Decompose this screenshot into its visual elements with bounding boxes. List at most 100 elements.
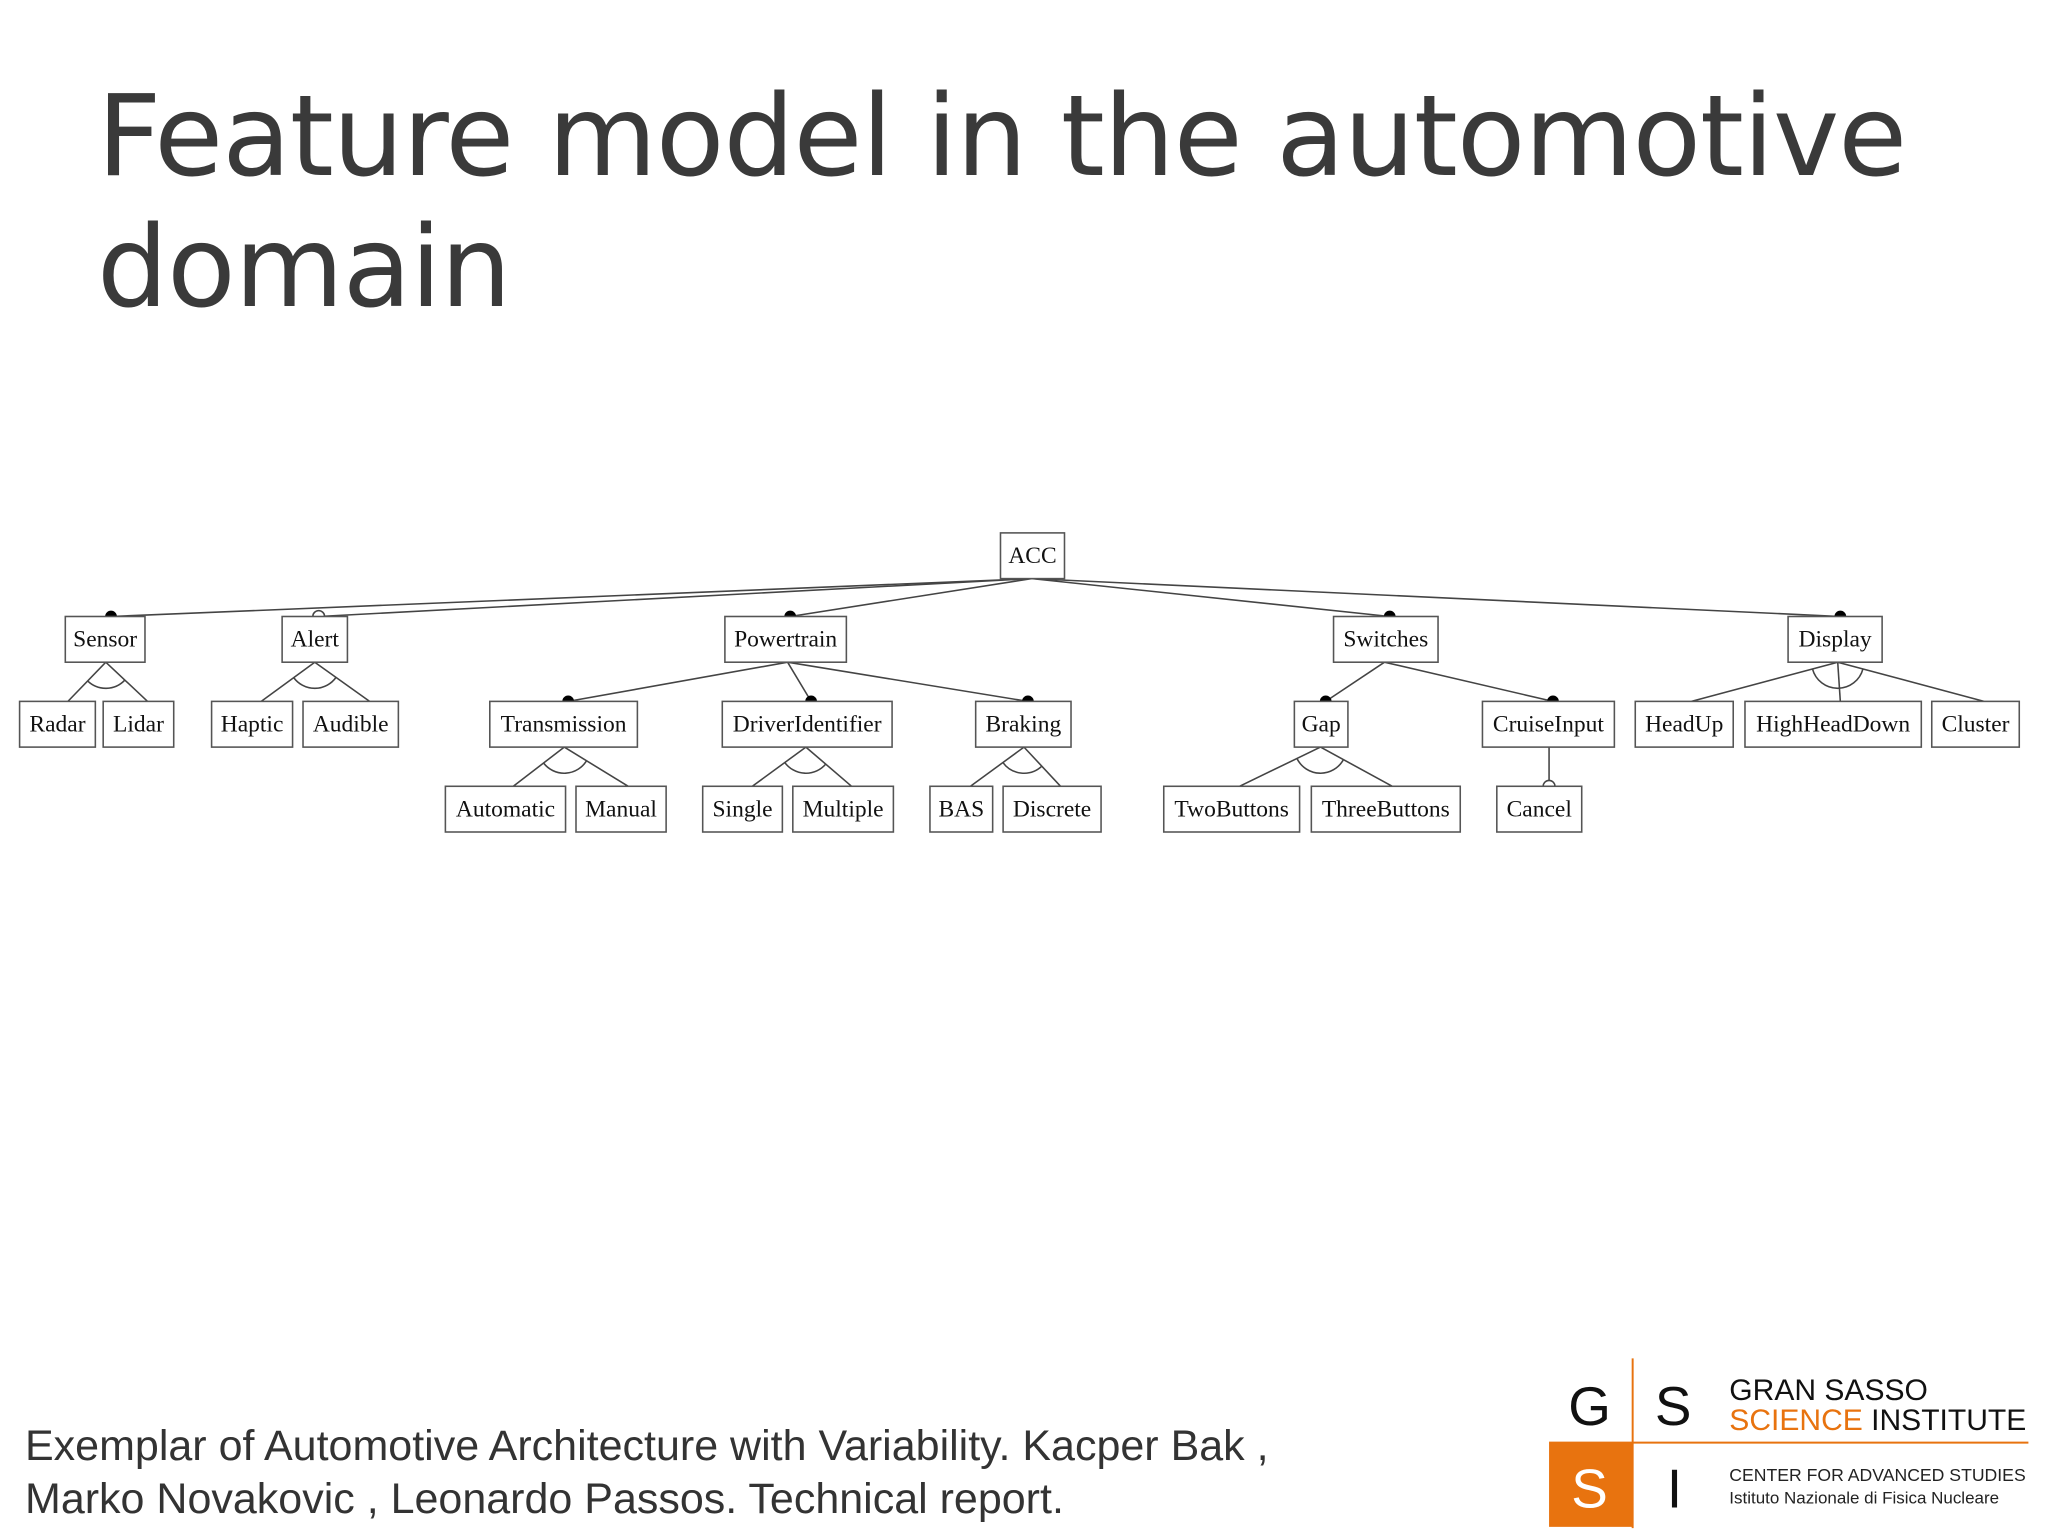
logo-letter-s2: S [1571, 1457, 1608, 1519]
title-line-2: domain [97, 203, 511, 333]
feature-node-automatic: Automatic [444, 785, 567, 833]
feature-node-transmission: Transmission [489, 700, 639, 748]
feature-node-haptic: Haptic [210, 700, 294, 748]
feature-label: Powertrain [734, 627, 837, 653]
edge-powertrain-driveridentifier [786, 661, 812, 702]
edge-powertrain-transmission [568, 661, 788, 703]
feature-node-headup: HeadUp [1634, 700, 1735, 748]
feature-label: Alert [291, 627, 340, 653]
feature-box [974, 700, 1072, 748]
feature-label: Haptic [221, 711, 284, 737]
feature-node-braking: Braking [974, 700, 1072, 748]
feature-label: TwoButtons [1174, 796, 1289, 822]
feature-box [1310, 785, 1462, 833]
feature-box [792, 785, 895, 833]
feature-node-manual: Manual [575, 785, 667, 833]
feature-label: Single [712, 796, 772, 822]
edge-display-highheaddown [1836, 662, 1842, 702]
edge-driveridentifier-multiple [805, 746, 853, 787]
edge-sensor-lidar [105, 661, 149, 702]
feature-box [724, 615, 848, 663]
feature-box [489, 700, 639, 748]
feature-box [102, 700, 175, 748]
edge-transmission-automatic [512, 746, 565, 787]
feature-label: HeadUp [1645, 711, 1723, 737]
logo-letter-i: I [1667, 1457, 1682, 1519]
edge-gap-threebuttons [1320, 746, 1393, 787]
feature-box [1744, 700, 1923, 748]
feature-box [1002, 785, 1102, 833]
feature-box [444, 785, 567, 833]
feature-label: Switches [1343, 627, 1428, 653]
group-arc-braking [1002, 762, 1043, 775]
feature-box [1930, 700, 2021, 748]
feature-label: Cancel [1507, 796, 1573, 822]
group-arc-driveridentifier [784, 762, 827, 774]
diagram-edges [67, 577, 1985, 793]
edge-driveridentifier-single [751, 746, 807, 787]
edge-acc-switches [1031, 577, 1390, 618]
feature-label: ACC [1008, 543, 1056, 569]
feature-node-display: Display [1787, 615, 1883, 663]
slide-title: Feature model in the automotive domain [97, 72, 1907, 334]
logo-letter-s1: S [1655, 1375, 1692, 1437]
feature-node-driveridentifier: DriverIdentifier [721, 700, 893, 748]
logo-line-3: CENTER FOR ADVANCED STUDIES [1729, 1465, 2025, 1485]
feature-node-radar: Radar [18, 700, 97, 748]
feature-label: Discrete [1013, 796, 1091, 822]
edge-alert-audible [314, 661, 371, 703]
feature-box [1293, 700, 1349, 748]
feature-label: Multiple [803, 796, 884, 822]
feature-label: Lidar [113, 711, 164, 737]
edge-display-cluster [1837, 661, 1985, 703]
feature-box [999, 532, 1066, 580]
feature-label: Sensor [73, 627, 137, 653]
edge-acc-sensor [110, 577, 1032, 618]
feature-label: Automatic [456, 796, 555, 822]
feature-box [1481, 700, 1616, 748]
feature-box [1634, 700, 1735, 748]
edge-powertrain-braking [787, 661, 1029, 703]
feature-label: ThreeButtons [1322, 796, 1450, 822]
feature-box [1496, 785, 1583, 833]
citation: Exemplar of Automotive Architecture with… [25, 1420, 1269, 1526]
feature-box [302, 700, 400, 748]
feature-box [281, 615, 349, 663]
feature-node-switches: Switches [1332, 615, 1439, 663]
edge-gap-twobuttons [1239, 746, 1321, 787]
feature-box [1787, 615, 1883, 663]
feature-node-multiple: Multiple [792, 785, 895, 833]
feature-node-twobuttons: TwoButtons [1162, 785, 1301, 833]
feature-node-bas: BAS [929, 785, 994, 833]
edge-braking-discrete [1023, 746, 1062, 787]
logo-line-2-rest: INSTITUTE [1871, 1404, 2026, 1437]
edge-display-headup [1691, 661, 1838, 703]
feature-label: Audible [313, 711, 389, 737]
feature-node-discrete: Discrete [1002, 785, 1102, 833]
group-arc-display [1811, 668, 1864, 690]
feature-node-single: Single [701, 785, 784, 833]
feature-label: HighHeadDown [1756, 711, 1910, 737]
edge-acc-display [1031, 577, 1841, 618]
group-arc-transmission [542, 760, 588, 774]
feature-node-alert: Alert [281, 615, 349, 663]
feature-label: BAS [938, 796, 984, 822]
feature-box [701, 785, 784, 833]
edge-alert-haptic [260, 661, 316, 703]
feature-box [1162, 785, 1301, 833]
group-arc-gap [1296, 758, 1345, 775]
logo-letter-g: G [1568, 1375, 1611, 1437]
logo-line-2: SCIENCE INSTITUTE [1729, 1404, 2026, 1437]
feature-node-audible: Audible [302, 700, 400, 748]
feature-box [721, 700, 893, 748]
edge-switches-gap [1325, 661, 1385, 703]
feature-node-acc: ACC [999, 532, 1066, 580]
feature-node-powertrain: Powertrain [724, 615, 848, 663]
feature-label: Manual [585, 796, 657, 822]
citation-line-1: Exemplar of Automotive Architecture with… [25, 1422, 1269, 1470]
edge-switches-cruiseinput [1384, 661, 1554, 703]
feature-label: Gap [1302, 711, 1341, 737]
feature-box [210, 700, 294, 748]
feature-label: Radar [29, 711, 85, 737]
